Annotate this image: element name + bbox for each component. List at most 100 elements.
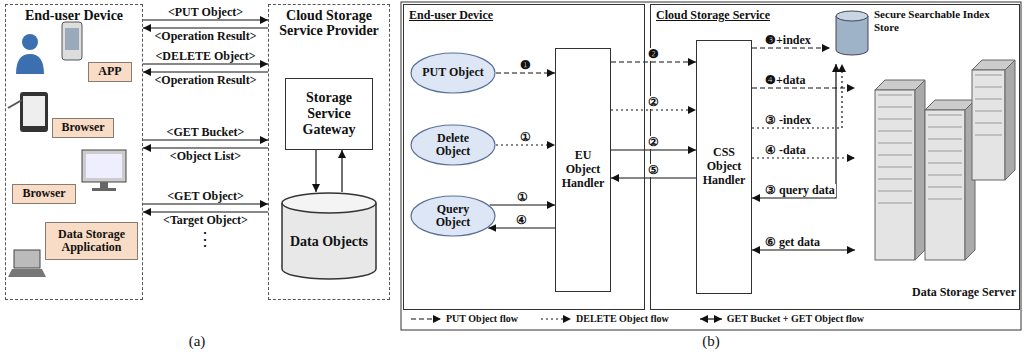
monitor-screen xyxy=(86,154,122,178)
edge-label: <Operation Result> xyxy=(153,74,257,87)
server-slot xyxy=(928,199,962,200)
connector xyxy=(143,71,268,72)
person-icon xyxy=(16,54,44,74)
edge-label: ⑥ get data xyxy=(764,236,821,249)
edge-label: <GET Bucket> xyxy=(166,126,246,139)
node-text: End-user Device xyxy=(409,8,493,23)
connector xyxy=(341,150,342,192)
legend-line xyxy=(411,318,441,319)
index-store-icon xyxy=(836,16,868,55)
legend-text: GET Bucket + GET Object flow xyxy=(727,313,864,324)
service-frame: Cloud Storage ServiceCSS Object Handler S… xyxy=(650,4,1020,310)
edge-label: ❸+index xyxy=(764,34,812,47)
connector xyxy=(143,147,268,148)
connector xyxy=(143,203,268,204)
edge-label: ④ -data xyxy=(764,144,807,157)
monitor-stand xyxy=(100,182,108,188)
gateway-box: Storage Service Gateway xyxy=(285,78,373,150)
server-slot xyxy=(928,139,962,140)
connector xyxy=(143,211,268,212)
edge-label: <Operation Result> xyxy=(153,30,257,43)
panel-caption: (a) xyxy=(189,333,206,350)
browser-tag: Browser xyxy=(12,184,76,204)
edge-label: ③ -index xyxy=(764,114,812,127)
node-text: PUT Object xyxy=(422,66,483,79)
connector xyxy=(611,177,696,178)
edge-label: <GET Object> xyxy=(166,190,244,203)
edge-label: <PUT Object> xyxy=(167,6,244,19)
phone-icon xyxy=(62,22,82,60)
server-slot xyxy=(878,191,912,192)
operation-ellipse: PUT Object xyxy=(410,52,496,94)
connector xyxy=(496,144,555,145)
tablet-screen xyxy=(23,96,45,126)
legend-item: PUT Object flow xyxy=(410,313,518,324)
edge-label: <Target Object> xyxy=(162,214,249,227)
device-group: End-user DeviceAPPBrowserBrowserData Sto… xyxy=(5,4,143,300)
node-text: Data Storage Server xyxy=(912,285,1016,300)
connector xyxy=(752,64,836,198)
legend-text: PUT Object flow xyxy=(446,313,518,324)
server-slot xyxy=(975,123,1002,124)
server-tower xyxy=(875,90,915,260)
connector xyxy=(752,47,830,48)
server-slot xyxy=(975,135,1002,136)
app-tag: Data Storage Application xyxy=(45,222,138,260)
node-text: Query Object xyxy=(420,203,486,229)
connector xyxy=(143,19,268,20)
server-side xyxy=(915,80,925,260)
node-text: Browser xyxy=(61,121,104,134)
connector xyxy=(490,204,555,205)
connector xyxy=(611,109,696,110)
server-slot xyxy=(878,107,912,108)
node-text: APP xyxy=(98,65,121,78)
node-text: EU Object Handler xyxy=(558,149,608,190)
legend-sample xyxy=(410,314,442,324)
panel-caption: (b) xyxy=(702,333,720,350)
node-text: End-user Device xyxy=(25,8,123,23)
device-frame: End-user DevicePUT ObjectDelete ObjectQu… xyxy=(403,4,645,310)
legend-line xyxy=(700,318,722,319)
connector xyxy=(752,87,855,88)
person-icon xyxy=(22,34,38,50)
server-slot xyxy=(878,119,912,120)
legend-item: DELETE Object flow xyxy=(540,313,669,324)
index-store: Secure Searchable Index Store xyxy=(830,6,1015,64)
connector xyxy=(611,61,696,62)
laptop-icon xyxy=(14,250,40,268)
laptop-base xyxy=(8,269,46,277)
node-text: Data Storage Application xyxy=(49,228,134,254)
node-text: Cloud Storage Service Provider xyxy=(271,8,387,39)
server-slot xyxy=(878,131,912,132)
server-slot xyxy=(878,179,912,180)
node-text: Storage Service Gateway xyxy=(290,90,368,138)
edge-label: ❹+data xyxy=(764,74,807,87)
node-text: CSS Object Handler xyxy=(699,146,749,187)
browser-tag: Browser xyxy=(52,118,114,138)
server-slot xyxy=(975,99,1002,100)
server-slot xyxy=(928,187,962,188)
server-slot xyxy=(975,75,1002,76)
continuation-dots: ⋮ xyxy=(196,228,214,250)
stylus xyxy=(8,100,22,108)
edge-label: ② xyxy=(647,136,660,149)
server-slot xyxy=(878,155,912,156)
cylinder-top xyxy=(282,193,376,213)
server-slot xyxy=(928,115,962,116)
edge-label: ⑤ xyxy=(647,164,660,177)
edge-label: ❷ xyxy=(647,48,660,61)
connector xyxy=(315,150,316,192)
server-slot xyxy=(928,127,962,128)
storage-server: Data Storage Server xyxy=(855,72,1020,302)
operation-ellipse: Delete Object xyxy=(410,124,496,166)
ellipse-shape xyxy=(411,196,495,236)
node-text: Cloud Storage Service xyxy=(656,8,770,23)
index-store-top xyxy=(836,11,868,21)
tablet-icon xyxy=(20,92,48,132)
edge-label: ② xyxy=(647,96,660,109)
server-slot xyxy=(975,111,1002,112)
edge-label: <Object List> xyxy=(169,150,242,163)
connector xyxy=(143,139,268,140)
handler-box: EU Object Handler xyxy=(555,48,611,292)
